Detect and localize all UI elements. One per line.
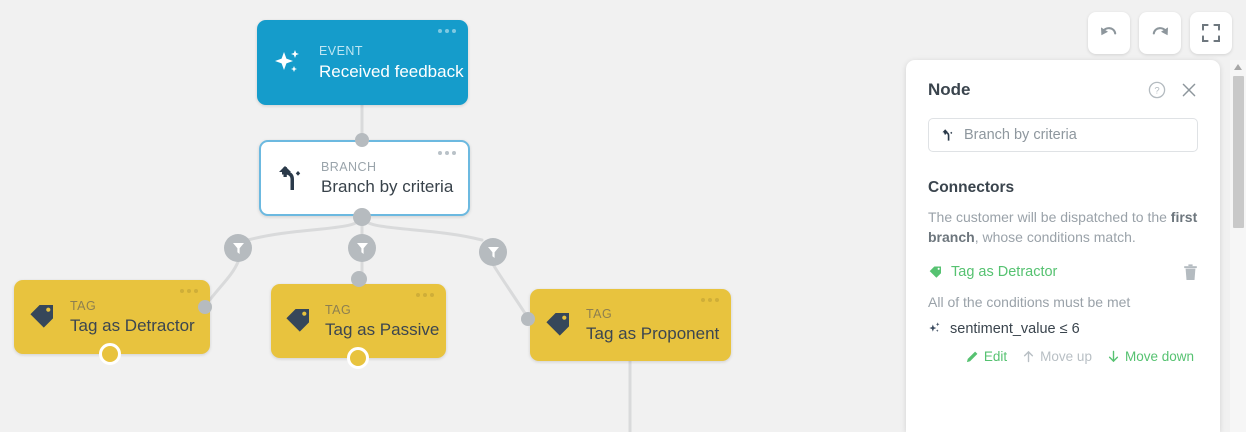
node-kind-label: TAG bbox=[325, 302, 352, 317]
conditions-label: All of the conditions must be met bbox=[928, 293, 1131, 310]
tag-icon bbox=[530, 310, 586, 340]
flow-node-event-received-feedback[interactable]: EVENT Received feedback bbox=[257, 20, 468, 105]
move-up-action[interactable]: Move up bbox=[1022, 349, 1092, 364]
scrollbar-thumb[interactable] bbox=[1233, 76, 1244, 228]
node-title: Tag as Proponent bbox=[586, 324, 720, 344]
node-name-input[interactable]: Branch by criteria bbox=[928, 118, 1198, 152]
flow-node-tag-as-detractor[interactable]: TAG Tag as Detractor bbox=[14, 280, 210, 354]
connectors-description-part1: The customer will be dispatched to the bbox=[928, 209, 1171, 225]
connector-item: Tag as Detractor bbox=[928, 263, 1198, 281]
node-title: Received feedback bbox=[319, 61, 464, 81]
node-properties-panel: Node ? Branch by crit bbox=[906, 60, 1220, 432]
passive-input-handle[interactable] bbox=[351, 271, 367, 287]
filter-icon bbox=[356, 242, 368, 254]
tag-icon bbox=[929, 266, 941, 278]
connector-actions: Edit Move up Move down bbox=[928, 349, 1198, 364]
redo-icon bbox=[1152, 27, 1168, 36]
move-down-action-label: Move down bbox=[1124, 348, 1194, 364]
tag-icon bbox=[14, 302, 70, 332]
panel-scrollbar[interactable] bbox=[1230, 60, 1246, 432]
more-options-icon[interactable] bbox=[438, 29, 456, 33]
sparkle-icon bbox=[929, 322, 940, 333]
undo-icon bbox=[1101, 27, 1117, 36]
node-kind-label: TAG bbox=[70, 298, 97, 313]
connector-link[interactable]: Tag as Detractor bbox=[928, 264, 1057, 280]
filter-badge-middle[interactable] bbox=[348, 234, 376, 262]
filter-icon bbox=[232, 242, 244, 254]
move-down-action[interactable]: Move down bbox=[1107, 349, 1194, 364]
connector-name: Tag as Detractor bbox=[951, 264, 1058, 281]
node-title: Tag as Detractor bbox=[70, 316, 195, 336]
condition-row: sentiment_value ≤ 6 bbox=[928, 321, 1198, 337]
detractor-input-handle[interactable] bbox=[198, 300, 212, 314]
flow-node-tag-as-passive[interactable]: TAG Tag as Passive bbox=[271, 284, 446, 358]
arrow-up-icon bbox=[1024, 350, 1034, 362]
passive-output-handle[interactable] bbox=[347, 347, 369, 369]
filter-badge-right[interactable] bbox=[479, 238, 507, 266]
connectors-description-part2: , whose conditions match. bbox=[974, 229, 1136, 246]
filter-icon bbox=[487, 246, 499, 258]
node-title: Tag as Passive bbox=[325, 320, 440, 340]
filter-badge-left[interactable] bbox=[224, 234, 252, 262]
panel-title: Node bbox=[928, 80, 971, 99]
branch-icon bbox=[942, 129, 953, 141]
branch-output-handle[interactable] bbox=[353, 208, 371, 226]
more-options-icon[interactable] bbox=[438, 151, 456, 155]
caret-up-icon[interactable] bbox=[1233, 62, 1243, 72]
branch-input-handle[interactable] bbox=[355, 133, 369, 147]
close-icon[interactable] bbox=[1180, 81, 1198, 99]
node-kind-label: TAG bbox=[586, 306, 613, 321]
flow-node-tag-as-proponent[interactable]: TAG Tag as Proponent bbox=[530, 289, 731, 361]
help-circle-icon[interactable]: ? bbox=[1148, 81, 1166, 99]
panel-header-actions: ? bbox=[1148, 81, 1198, 99]
node-kind-label: BRANCH bbox=[321, 159, 377, 174]
more-options-icon[interactable] bbox=[416, 293, 434, 297]
sparkle-icon bbox=[257, 46, 319, 80]
flow-node-branch-by-criteria[interactable]: BRANCH Branch by criteria bbox=[259, 140, 470, 216]
pencil-icon bbox=[966, 351, 978, 362]
connectors-description: The customer will be dispatched to the f… bbox=[928, 207, 1198, 248]
node-kind-label: EVENT bbox=[319, 44, 363, 59]
undo-button[interactable] bbox=[1088, 12, 1130, 54]
arrow-down-icon bbox=[1108, 350, 1119, 362]
connectors-description-bold: first branch bbox=[928, 209, 1198, 246]
node-name-value: Branch by criteria bbox=[964, 127, 1077, 143]
condition-text: sentiment_value ≤ 6 bbox=[950, 320, 1080, 337]
edit-action-label: Edit bbox=[983, 348, 1008, 364]
redo-button[interactable] bbox=[1139, 12, 1181, 54]
fullscreen-icon bbox=[1202, 24, 1220, 42]
more-options-icon[interactable] bbox=[701, 298, 719, 302]
move-up-action-label: Move up bbox=[1040, 348, 1092, 364]
branch-icon bbox=[261, 163, 321, 193]
canvas-toolbar bbox=[1088, 12, 1232, 54]
detractor-output-handle[interactable] bbox=[99, 343, 121, 365]
edit-action[interactable]: Edit bbox=[966, 349, 1007, 364]
node-title: Branch by criteria bbox=[321, 177, 454, 197]
proponent-input-handle[interactable] bbox=[521, 312, 535, 326]
panel-header: Node ? bbox=[928, 80, 1198, 100]
trash-icon[interactable] bbox=[1183, 263, 1198, 281]
fullscreen-button[interactable] bbox=[1190, 12, 1232, 54]
svg-text:?: ? bbox=[1154, 86, 1159, 97]
tag-icon bbox=[271, 306, 325, 336]
more-options-icon[interactable] bbox=[180, 289, 198, 293]
connectors-heading: Connectors bbox=[928, 179, 1015, 196]
